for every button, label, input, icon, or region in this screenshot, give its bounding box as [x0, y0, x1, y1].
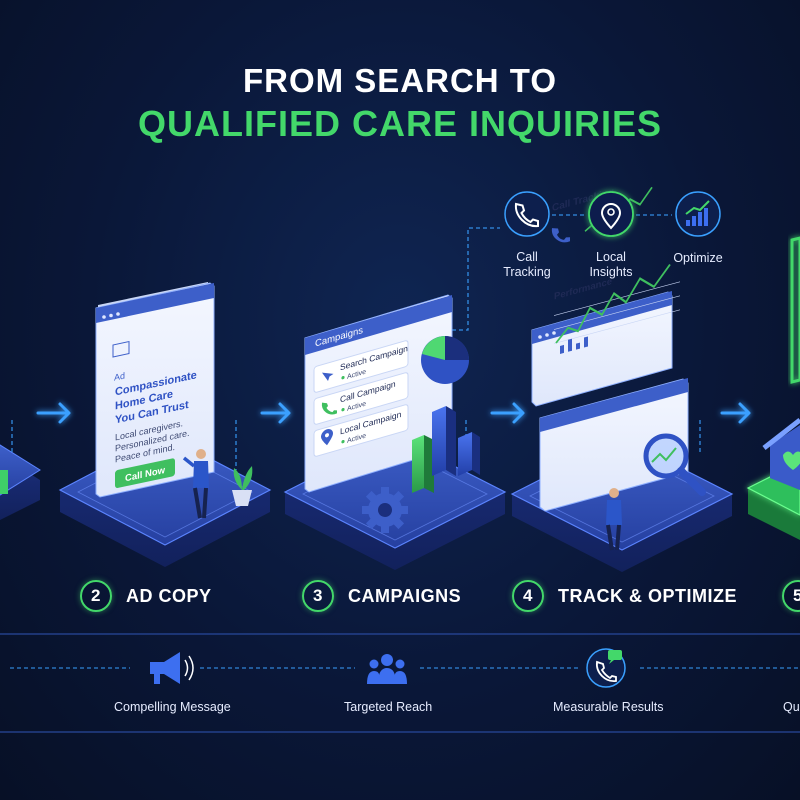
bar-chart-icon — [412, 406, 480, 493]
step-4-label: TRACK & OPTIMIZE — [558, 585, 737, 606]
benefit-targeted-reach: Targeted Reach — [344, 700, 433, 714]
top-icon-local-insights — [588, 191, 634, 237]
gear-icon — [362, 487, 408, 533]
magnifier-icon — [643, 433, 706, 496]
step-2-label: AD COPY — [126, 585, 212, 606]
audience-icon — [367, 654, 407, 684]
step-3: 3 CAMPAIGNS — [302, 580, 461, 612]
benefit-5: Qu — [783, 700, 800, 714]
growth-chart-icon — [686, 208, 708, 226]
benefit-compelling-message: Compelling Message — [114, 700, 231, 714]
arrow-1 — [36, 402, 71, 424]
ad-cta-button[interactable] — [115, 458, 175, 489]
step-2-number: 2 — [80, 580, 112, 612]
arrow-2 — [260, 402, 291, 424]
result-panel-edge — [790, 236, 800, 384]
step-4: 4 TRACK & OPTIMIZE — [512, 580, 737, 612]
phone-icon — [321, 402, 337, 415]
page-title-line1: FROM SEARCH TO — [242, 62, 558, 99]
phone-chat-icon — [586, 648, 626, 688]
ad-copy-card: Ad Compassionate Home Care You Can Trust… — [95, 282, 215, 498]
pointer-icon — [322, 372, 334, 381]
step-2: 2 AD COPY — [80, 580, 212, 612]
page-title-line2: QUALIFIED CARE INQUIRIES — [137, 103, 663, 144]
plant-icon — [232, 466, 253, 506]
campaign-item-call[interactable] — [313, 372, 409, 425]
step-4-number: 4 — [512, 580, 544, 612]
step-5: 5 — [782, 580, 800, 612]
connector-top — [452, 227, 500, 331]
heart-icon — [783, 451, 800, 470]
campaign-item-local[interactable] — [313, 404, 409, 457]
location-pin-icon — [600, 203, 622, 230]
megaphone-icon — [150, 652, 194, 684]
arrow-3 — [490, 402, 525, 424]
pie-chart-icon — [421, 336, 469, 384]
ad-badge-label: Ad — [114, 371, 125, 383]
platform-step-5 — [746, 236, 800, 540]
platform-step-1 — [0, 444, 41, 520]
top-icon-optimize — [675, 191, 721, 237]
step-3-label: CAMPAIGNS — [348, 585, 462, 606]
top-icon-call-tracking — [504, 191, 550, 237]
person-figure-step-2 — [182, 449, 209, 519]
phone-icon — [514, 202, 539, 228]
step-3-number: 3 — [302, 580, 334, 612]
campaign-item-search[interactable] — [313, 340, 409, 393]
person-figure-step-4 — [606, 488, 622, 551]
ad-badge — [112, 340, 130, 358]
arrow-4 — [720, 402, 751, 424]
benefit-measurable-results: Measurable Results — [553, 700, 664, 714]
step-5-number: 5 — [782, 580, 800, 612]
top-icon-label-3: Optimize — [673, 251, 723, 265]
phone-icon — [551, 228, 570, 243]
